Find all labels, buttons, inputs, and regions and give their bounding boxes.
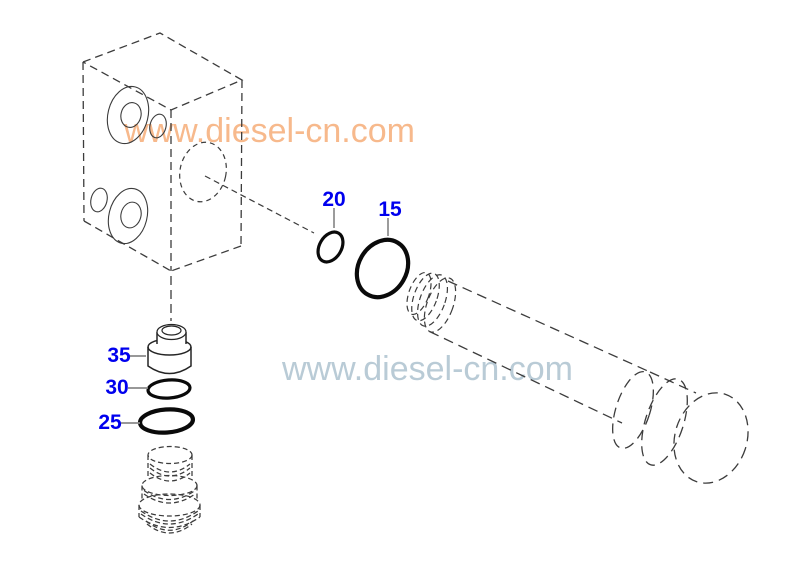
tube-body [429,280,697,424]
tube-thread [406,271,457,333]
leader-lines [121,208,389,424]
port-ellipse [107,187,149,245]
tube-end-cap [611,370,749,484]
o-ring-15 [354,237,411,300]
valve-block [82,32,315,321]
cavity-leader-line [204,175,315,234]
o-ring-20 [316,230,345,264]
block-cavity-circle [179,141,227,203]
o-ring-30 [146,378,192,400]
plug-35 [147,323,192,375]
part-label-30: 30 [105,376,129,399]
watermark-top: www.diesel-cn.com [124,112,415,150]
block-ports [90,85,167,245]
part-label-25: 25 [98,411,122,434]
part-label-15: 15 [378,198,402,221]
port-ellipse [149,113,167,139]
port-ellipse [120,102,142,128]
watermark-middle: www.diesel-cn.com [282,350,573,388]
port-ellipse [90,187,108,213]
port-ellipse [120,201,142,229]
part-label-20: 20 [322,188,346,211]
part-label-35: 35 [107,344,131,367]
block-edges [82,32,244,272]
solenoid-tube [406,271,749,484]
o-ring-25 [137,407,196,435]
port-ellipse [106,85,150,145]
valve-poppet [138,445,201,534]
